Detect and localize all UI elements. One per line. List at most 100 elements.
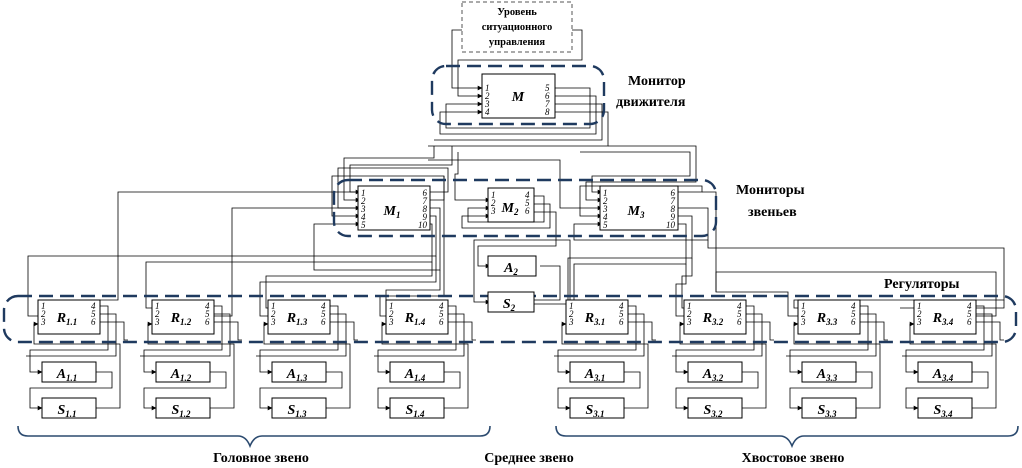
regulator-R1-2-port-in-1: 1	[155, 301, 160, 311]
propulsor-monitor-label-line-2: движителя	[616, 95, 686, 110]
regulator-R1-2-port-out-6: 6	[205, 317, 210, 327]
sensor-S3-3-box	[801, 397, 857, 419]
regulator-R1-3-port-in-2: 2	[271, 309, 276, 319]
sensor-S3-3: S3.3	[801, 397, 857, 419]
actuator-A3-1-box	[569, 361, 625, 383]
situational-control-box	[461, 1, 573, 53]
monitor-M-port-in-3: 3	[484, 99, 490, 109]
actuator-A3-4-box	[917, 361, 973, 383]
actuator-A1-3-box	[271, 361, 327, 383]
monitor-M3-port-out-10: 10	[666, 220, 676, 230]
regulator-R1-1-port-out-5: 5	[91, 309, 96, 319]
monitor-M2: M2 1 2 3 4 5 6	[487, 187, 535, 223]
sensor-S3-2-name: S3.2	[703, 403, 723, 419]
monitor-M-port-out-6: 6	[545, 91, 550, 101]
regulator-R1-3-port-out-6: 6	[321, 317, 326, 327]
monitor-M3-port-out-6: 6	[671, 188, 676, 198]
actuator-A1-2: A1.2	[155, 361, 211, 383]
actuator-A1-1: A1.1	[41, 361, 97, 383]
regulator-R3-3-port-in-2: 2	[801, 309, 806, 319]
regulator-R3-4-port-out-5: 5	[967, 309, 972, 319]
sensor-S3-1-name: S3.1	[585, 403, 604, 419]
regulator-R1-3-name: R1.3	[286, 311, 308, 327]
monitor-M2-port-in-3: 3	[490, 206, 496, 216]
monitor-M3: M3 1 2 3 4 5 6 7 8 9 10	[599, 185, 679, 231]
regulator-R3-2-port-out-4: 4	[737, 301, 742, 311]
link-monitors-label-line-2: звеньев	[748, 205, 797, 220]
regulator-R1-3-port-out-5: 5	[321, 309, 326, 319]
regulator-R1-4-name: R1.4	[404, 311, 426, 327]
regulator-R1-2-port-out-5: 5	[205, 309, 210, 319]
monitor-M2-port-in-2: 2	[491, 198, 496, 208]
monitor-M1-port-out-7: 7	[423, 196, 428, 206]
situational-control-line-2: ситуационного	[482, 22, 553, 33]
regulator-R1-3-box	[267, 299, 331, 335]
actuator-A2-box	[487, 255, 537, 277]
regulator-R1-3-port-in-3: 3	[270, 317, 276, 327]
sensor-S1-4: S1.4	[389, 397, 445, 419]
monitor-M2-box	[487, 187, 535, 223]
sensor-S1-2-box	[155, 397, 211, 419]
tail-link-label: Хвостовое звено	[742, 451, 845, 466]
regulator-R3-1-port-out-5: 5	[619, 309, 624, 319]
regulator-R3-3-box	[797, 299, 861, 335]
regulator-R3-3-name: R3.3	[816, 311, 838, 327]
actuator-A1-4-name: A1.4	[404, 367, 426, 383]
regulator-R3-1-port-out-4: 4	[619, 301, 624, 311]
actuator-A1-4: A1.4	[389, 361, 445, 383]
regulator-R3-3-port-out-6: 6	[851, 317, 856, 327]
sensor-S3-2-box	[687, 397, 743, 419]
monitor-M3-name: M3	[627, 204, 645, 220]
sensor-S1-4-box	[389, 397, 445, 419]
sensor-S3-1: S3.1	[569, 397, 625, 419]
regulator-R3-4-port-in-3: 3	[916, 317, 922, 327]
monitor-M-name: M	[511, 90, 525, 105]
monitor-M1-port-in-1: 1	[361, 188, 366, 198]
actuator-A1-3: A1.3	[271, 361, 327, 383]
sensor-S1-3-name: S1.3	[287, 403, 307, 419]
sensor-S1-1: S1.1	[41, 397, 97, 419]
monitor-M1-port-out-9: 9	[423, 212, 428, 222]
sensor-S1-4-name: S1.4	[405, 403, 425, 419]
actuator-A3-3-box	[801, 361, 857, 383]
monitor-M2-port-out-6: 6	[525, 206, 530, 216]
regulator-R1-4-port-in-1: 1	[389, 301, 394, 311]
regulator-R1-1-box	[37, 299, 101, 335]
regulator-R1-1-port-in-1: 1	[41, 301, 46, 311]
regulator-R1-2-port-out-4: 4	[205, 301, 210, 311]
monitor-M-port-out-5: 5	[545, 83, 550, 93]
head-link-label: Головное звено	[213, 451, 309, 466]
monitor-M3-port-in-5: 5	[603, 220, 608, 230]
monitor-M1-port-in-2: 2	[361, 196, 366, 206]
regulator-R3-2-port-out-6: 6	[737, 317, 742, 327]
monitor-M3-port-out-7: 7	[671, 196, 676, 206]
monitor-M2-port-out-5: 5	[525, 198, 530, 208]
monitor-M3-port-out-8: 8	[671, 204, 676, 214]
regulator-R3-3-port-in-1: 1	[801, 301, 806, 311]
monitor-M3-box	[599, 185, 679, 231]
regulator-R1-2-port-in-3: 3	[154, 317, 160, 327]
regulator-R3-1-name: R3.1	[584, 311, 606, 327]
regulator-R3-2-box	[683, 299, 747, 335]
monitor-M3-port-in-2: 2	[603, 196, 608, 206]
link-monitors-group	[332, 178, 718, 238]
regulator-R3-2-name: R3.2	[702, 311, 724, 327]
regulator-R3-2-port-in-3: 3	[686, 317, 692, 327]
actuator-A3-4-name: A3.4	[932, 367, 954, 383]
monitor-M1-name: M1	[383, 204, 401, 220]
regulator-R3-4-box	[913, 299, 977, 335]
actuator-A2-name: A2	[503, 261, 518, 277]
sensor-S1-2-name: S1.2	[171, 403, 191, 419]
situational-control-level: Уровень ситуационного управления	[461, 1, 573, 53]
monitor-M1: M1 1 2 3 4 5 6 7 8 9 10	[357, 185, 431, 231]
regulator-loops	[26, 305, 1004, 411]
monitor-M1-port-out-10: 10	[418, 220, 428, 230]
actuator-A1-1-name: A1.1	[56, 367, 78, 383]
actuator-A3-4: A3.4	[917, 361, 973, 383]
